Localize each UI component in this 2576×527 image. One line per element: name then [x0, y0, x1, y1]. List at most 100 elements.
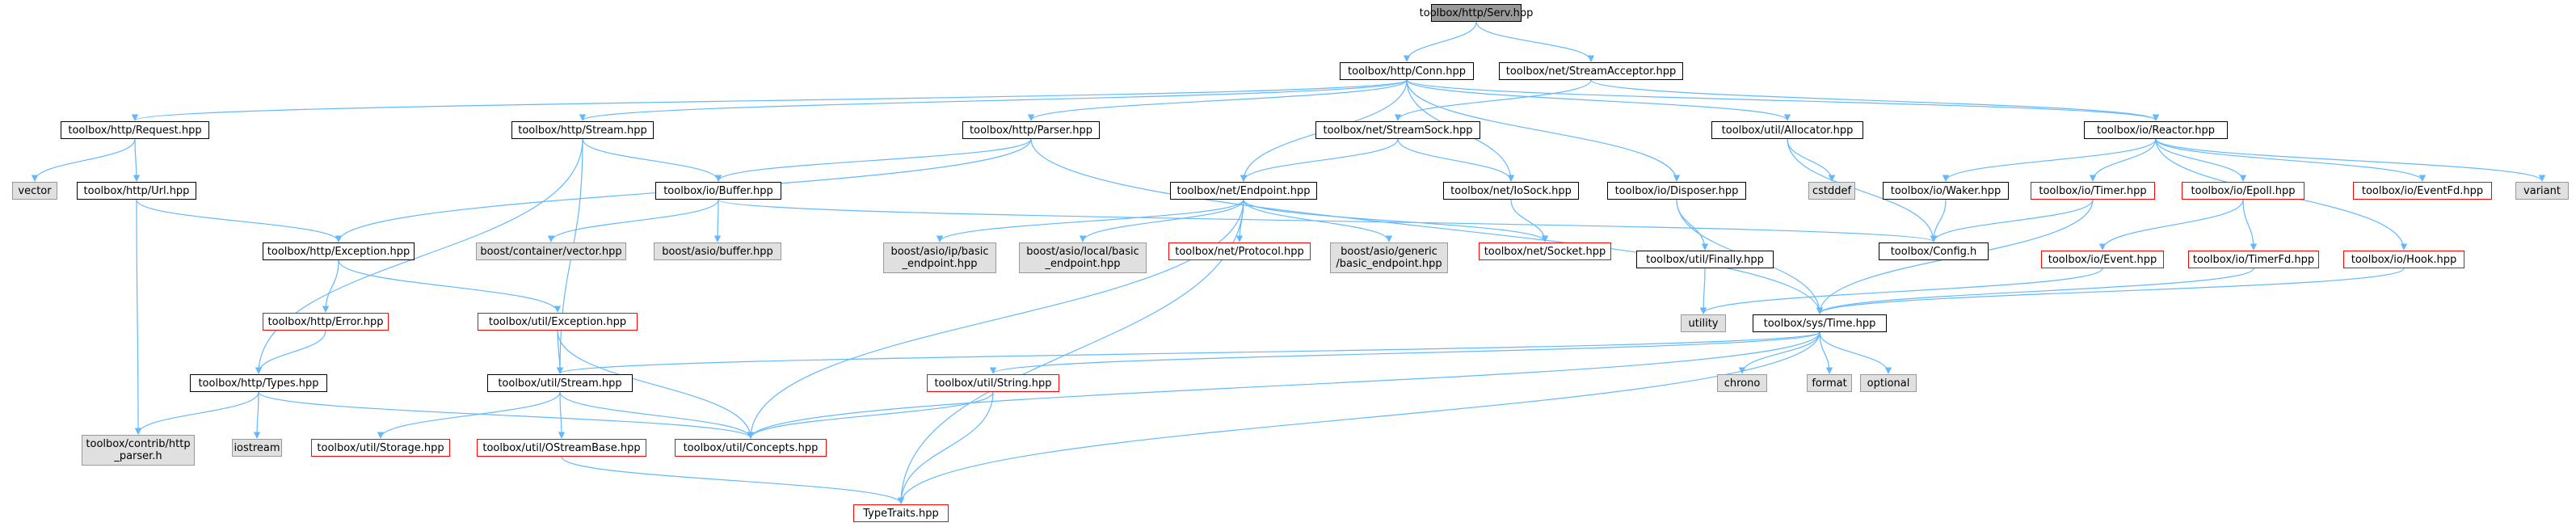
graph-node-waker[interactable]: toolbox/io/Waker.hpp: [1883, 182, 2009, 200]
edge-ustream-to-storage: [377, 391, 561, 439]
graph-node-finally[interactable]: toolbox/util/Finally.hpp: [1636, 251, 1774, 268]
graph-node-epoll[interactable]: toolbox/io/Epoll.hpp: [2182, 182, 2305, 200]
graph-node-babuf: boost/asio/buffer.hpp: [654, 242, 781, 260]
edge-hexc-to-herr: [322, 259, 339, 313]
edge-reactor-to-epoll: [2155, 138, 2247, 182]
graph-node-vector: vector: [12, 182, 57, 200]
edge-time-to-concepts: [747, 331, 1820, 439]
graph-node-uexc[interactable]: toolbox/util/Exception.hpp: [478, 313, 638, 331]
graph-node-socket[interactable]: toolbox/net/Socket.hpp: [1479, 242, 1611, 260]
edge-types-to-iostream: [253, 391, 261, 439]
edge-epoll-to-event: [2098, 199, 2244, 251]
graph-node-hstream[interactable]: toolbox/http/Stream.hpp: [511, 121, 654, 139]
edge-conn-to-parser: [1027, 79, 1408, 121]
edge-endpoint-to-bagen: [1243, 199, 1393, 242]
edge-time-to-format: [1819, 331, 1833, 374]
graph-node-serv: toolbox/http/Serv.hpp: [1420, 4, 1533, 22]
edge-endpoint-to-socket: [1243, 199, 1549, 242]
edge-serv-to-sacc: [1475, 21, 1595, 62]
edge-hstream-to-buffer: [582, 138, 722, 182]
graph-node-event[interactable]: toolbox/io/Event.hpp: [2041, 251, 2164, 268]
graph-node-time[interactable]: toolbox/sys/Time.hpp: [1753, 314, 1887, 332]
dependency-edges: [31, 21, 2546, 504]
graph-node-storage[interactable]: toolbox/util/Storage.hpp: [311, 439, 450, 457]
edge-ustring-to-traits: [897, 391, 994, 504]
graph-node-chrono: chrono: [1717, 374, 1767, 392]
graph-node-timer[interactable]: toolbox/io/Timer.hpp: [2031, 182, 2155, 200]
edge-time-to-chrono: [1738, 331, 1820, 374]
edge-timer-to-config: [1930, 199, 2094, 242]
edge-url-to-hparser: [134, 199, 142, 435]
edge-endpoint-to-balocal: [1079, 199, 1244, 242]
graph-node-osb[interactable]: toolbox/util/OStreamBase.hpp: [477, 439, 646, 457]
graph-node-reactor[interactable]: toolbox/io/Reactor.hpp: [2084, 121, 2228, 139]
edge-reactor-to-waker: [1942, 138, 2157, 182]
graph-node-concepts[interactable]: toolbox/util/Concepts.hpp: [675, 439, 827, 457]
graph-node-sacc[interactable]: toolbox/net/StreamAcceptor.hpp: [1499, 62, 1683, 80]
edge-event-to-utility: [1699, 268, 2103, 314]
graph-node-utility: utility: [1681, 314, 1726, 332]
edge-ustream-to-concepts: [559, 391, 755, 439]
graph-node-format: format: [1807, 374, 1852, 392]
graph-node-hexc[interactable]: toolbox/http/Exception.hpp: [263, 242, 415, 260]
graph-node-ssock[interactable]: toolbox/net/StreamSock.hpp: [1315, 121, 1480, 139]
edge-req-to-url: [133, 138, 141, 182]
edge-finally-to-utility: [1699, 268, 1707, 314]
graph-node-iosock[interactable]: toolbox/net/IoSock.hpp: [1443, 182, 1579, 200]
edge-conn-to-hstream: [579, 79, 1408, 121]
graph-node-req[interactable]: toolbox/http/Request.hpp: [61, 121, 209, 139]
edge-ssock-to-iosock: [1397, 138, 1515, 182]
edge-endpoint-to-baip: [936, 199, 1244, 242]
edge-endpoint-to-concepts: [747, 199, 1244, 439]
edge-uexc-to-concepts: [557, 330, 755, 439]
graph-node-cstddef: cstddef: [1808, 182, 1855, 200]
graph-node-endpoint[interactable]: toolbox/net/Endpoint.hpp: [1170, 182, 1317, 200]
edge-disposer-to-finally: [1676, 199, 1709, 251]
edge-alloc-to-cstddef: [1787, 138, 1836, 182]
edge-conn-to-req: [132, 79, 1408, 121]
edge-hexc-to-uexc: [338, 259, 562, 313]
edge-parser-to-buffer: [714, 138, 1032, 182]
graph-node-hparser: toolbox/contrib/http _parser.h: [82, 435, 195, 466]
edge-sacc-to-reactor: [1590, 79, 2159, 121]
edge-ssock-to-endpoint: [1240, 138, 1399, 182]
graph-node-herr[interactable]: toolbox/http/Error.hpp: [263, 313, 389, 331]
edge-hook-to-time: [1816, 268, 2405, 314]
edge-timerfd-to-time: [1816, 268, 2254, 314]
graph-node-conn[interactable]: toolbox/http/Conn.hpp: [1340, 62, 1474, 80]
graph-node-ustream[interactable]: toolbox/util/Stream.hpp: [487, 374, 633, 392]
edge-types-to-concepts: [258, 391, 755, 439]
graph-node-bagen: boost/asio/generic /basic_endpoint.hpp: [1330, 242, 1448, 273]
graph-node-buffer[interactable]: toolbox/io/Buffer.hpp: [655, 182, 781, 200]
graph-node-url[interactable]: toolbox/http/Url.hpp: [77, 182, 196, 200]
edge-req-to-vector: [31, 138, 136, 182]
graph-node-types[interactable]: toolbox/http/Types.hpp: [190, 374, 327, 392]
edge-time-to-ustream: [557, 331, 1820, 374]
graph-node-protocol[interactable]: toolbox/net/Protocol.hpp: [1168, 242, 1311, 260]
graph-node-eventfd[interactable]: toolbox/io/EventFd.hpp: [2353, 182, 2492, 200]
edge-types-to-hparser: [134, 391, 259, 435]
edge-time-to-traits: [897, 331, 1820, 504]
graph-node-parser[interactable]: toolbox/http/Parser.hpp: [962, 121, 1100, 139]
graph-node-timerfd[interactable]: toolbox/io/TimerFd.hpp: [2188, 251, 2319, 268]
edge-buffer-to-config: [718, 199, 1937, 242]
edge-alloc-to-config: [1787, 138, 1938, 242]
edge-iosock-to-socket: [1510, 199, 1549, 242]
edge-reactor-to-variant: [2155, 138, 2546, 182]
graph-node-baip: boost/asio/ip/basic _endpoint.hpp: [883, 242, 996, 273]
graph-node-hook[interactable]: toolbox/io/Hook.hpp: [2343, 251, 2464, 268]
graph-node-balocal: boost/asio/local/basic _endpoint.hpp: [1019, 242, 1147, 273]
edge-reactor-to-eventfd: [2155, 138, 2427, 182]
edge-ustring-to-concepts: [747, 391, 994, 439]
edge-parser-to-time: [1030, 138, 1824, 314]
edge-sacc-to-ssock: [1394, 79, 1592, 121]
graph-node-bcvec: boost/container/vector.hpp: [476, 242, 626, 260]
edge-buffer-to-bcvec: [547, 199, 719, 242]
graph-node-config[interactable]: toolbox/Config.h: [1879, 242, 1989, 260]
graph-node-traits[interactable]: TypeTraits.hpp: [853, 504, 949, 522]
graph-node-variant: variant: [2515, 182, 2569, 200]
edge-conn-to-reactor: [1406, 79, 2159, 121]
graph-node-ustring[interactable]: toolbox/util/String.hpp: [927, 374, 1059, 392]
graph-node-alloc[interactable]: toolbox/util/Allocator.hpp: [1711, 121, 1863, 139]
graph-node-disposer[interactable]: toolbox/io/Disposer.hpp: [1607, 182, 1746, 200]
